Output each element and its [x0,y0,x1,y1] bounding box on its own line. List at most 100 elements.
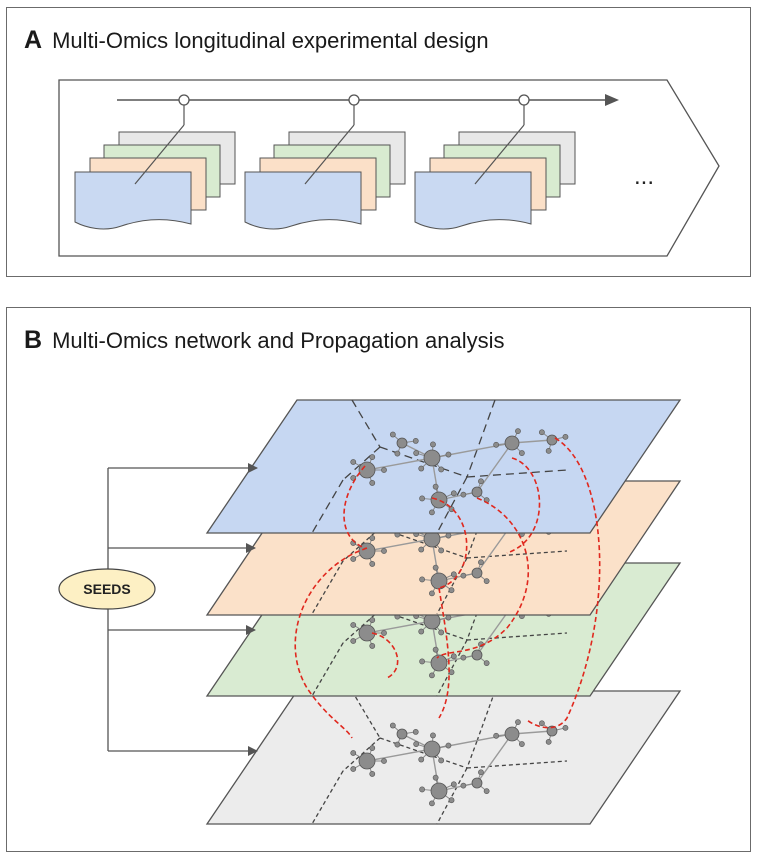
propagation-path [526,437,601,729]
network-leaf-node [381,630,387,636]
network-hub-node [471,486,483,498]
panel-b: B Multi-Omics network and Propagation ana… [6,307,751,852]
network-leaf-node [430,441,436,448]
network-leaf-node [350,622,357,628]
network-leaf-node [450,571,457,578]
network-leaf-node [418,756,425,763]
network-leaf-node [448,587,455,594]
network-leaf-node [483,788,490,795]
network-leaf-node [450,490,457,497]
network-leaf-node [450,781,457,788]
propagation-path [343,465,366,549]
network-leaf-node [478,769,484,776]
network-leaf-node [369,771,376,777]
network-leaf-node [545,447,552,454]
network-leaf-node [429,509,435,516]
panel-a-title-text: Multi-Omics longitudinal experimental de… [52,28,489,53]
network-hub-node [546,725,558,737]
network-leaf-node [418,628,425,635]
network-leaf-node [460,782,467,789]
seeds-node: SEEDS [58,568,156,610]
propagation-paths [294,437,601,739]
network-leaf-node [369,617,376,623]
network-leaf-node [418,546,425,553]
network-leaf-node [562,433,569,440]
panel-b-letter: B [24,326,43,354]
timepoint-sample-stack [244,94,406,230]
propagation-path [431,497,468,589]
network-leaf-node [413,450,420,456]
network-leaf-node [478,559,484,566]
network-leaf-node [419,495,426,502]
network-leaf-node [369,535,376,541]
network-leaf-node [419,786,426,793]
timepoint-sample-stack [414,94,576,230]
network-leaf-node [438,466,445,473]
network-leaf-node [438,629,445,636]
network-leaf-node [445,614,452,621]
network-leaf-node [445,451,452,458]
network-leaf-node [562,724,569,731]
network-leaf-node [445,532,452,539]
network-leaf-node [538,429,545,436]
network-leaf-node [369,480,376,486]
network-leaf-node [460,491,467,498]
omics-layer-sheet [74,171,192,230]
network-leaf-node [545,738,552,745]
network-leaf-node [418,465,425,472]
network-leaf-node [369,454,376,460]
panel-a-letter: A [24,26,43,54]
network-leaf-node [515,428,521,435]
network-leaf-node [412,437,419,444]
network-hub-node [471,567,483,579]
network-leaf-node [369,561,376,567]
seeds-label: SEEDS [83,581,130,597]
network-hub-node [471,649,483,661]
network-propagation-diagram: SEEDS [58,399,682,825]
timeline-arrowhead [605,94,619,106]
longitudinal-design-diagram: ... [58,79,720,257]
network-hub-node [358,461,376,479]
network-leaf-node [350,766,357,772]
network-hub-node [504,726,520,742]
network-leaf-node [432,564,439,571]
network-leaf-node [413,741,420,747]
network-leaf-node [430,732,436,739]
panel-b-title: B Multi-Omics network and Propagation ana… [24,326,504,355]
omics-network-layer [205,690,682,825]
network-hub-node [546,434,558,446]
network-hub-node [430,782,448,800]
network-leaf-node [445,742,452,749]
network-leaf-node [389,722,396,729]
network-leaf-node [483,578,490,585]
panel-b-title-text: Multi-Omics network and Propagation anal… [52,328,505,353]
network-leaf-node [419,576,426,583]
network-leaf-node [515,719,521,726]
propagation-path [506,457,541,554]
network-leaf-node [432,483,439,490]
network-leaf-node [394,741,401,748]
network-leaf-node [448,797,455,804]
network-hub-node [423,449,441,467]
network-leaf-node [518,450,525,456]
panel-a: A Multi-Omics longitudinal experimental d… [6,7,751,277]
network-hub-node [504,435,520,451]
panel-a-title: A Multi-Omics longitudinal experimental d… [24,26,489,55]
network-leaf-node [483,660,490,667]
network-leaf-node [350,459,357,465]
network-leaf-node [381,467,387,473]
network-leaf-node [381,548,387,554]
network-leaf-node [394,450,401,457]
network-leaf-node [369,745,376,751]
network-hub-node [471,777,483,789]
network-hub-node [358,752,376,770]
omics-layer-sheet [244,171,362,230]
network-leaf-node [538,720,545,727]
omics-network-layer [205,399,682,534]
network-leaf-node [432,774,439,781]
network-leaf-node [438,547,445,554]
timepoint-marker [178,94,190,106]
network-leaf-node [350,638,357,644]
propagation-path [438,587,450,719]
network-leaf-node [350,556,357,562]
